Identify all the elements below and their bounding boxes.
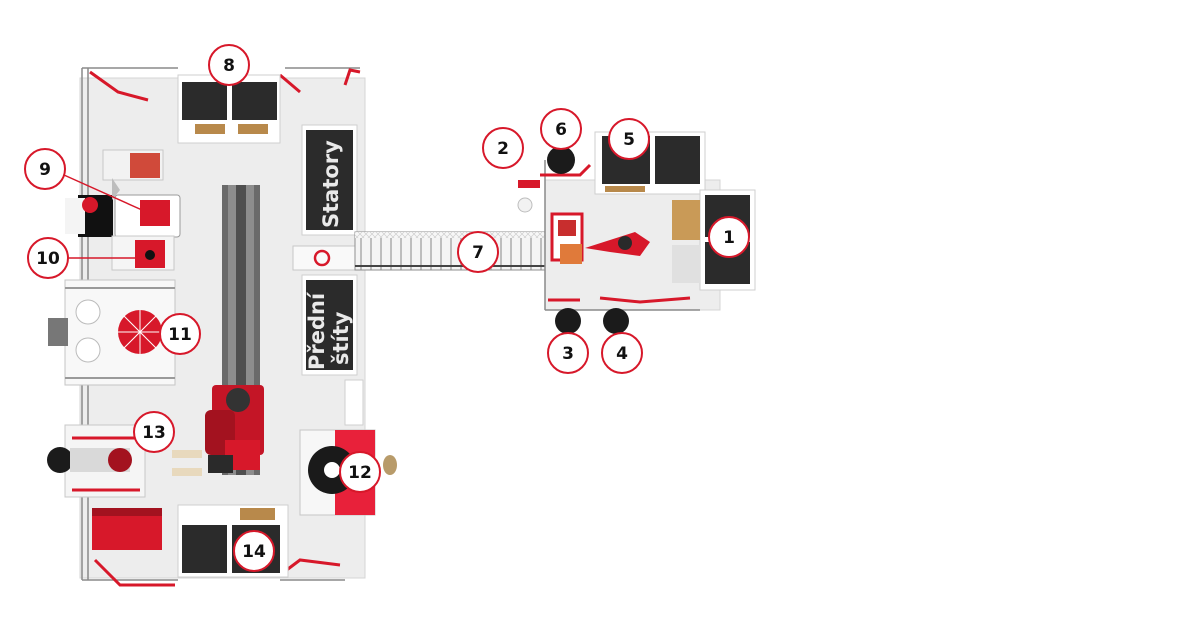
callout-13-label: 13 [142,423,166,443]
conveyor-bridge [354,231,551,271]
callout-8-label: 8 [223,56,235,76]
left-cell: Statory Přední štíty [47,67,397,587]
callout-7: 7 [457,231,499,273]
callout-12-label: 12 [348,463,372,483]
callout-9: 9 [24,148,66,190]
cabinet-top [177,74,281,144]
callout-2-label: 2 [497,139,509,159]
reel-4 [603,308,629,334]
scanner-box [292,245,356,271]
callout-11-label: 11 [168,325,192,345]
red-container [92,508,162,550]
callout-10: 10 [27,237,69,279]
callout-9-label: 9 [39,160,51,180]
stators-station: Statory [301,124,358,236]
front-shields-station: Přední štíty [301,274,358,376]
callout-13: 13 [133,411,175,453]
front-shields-sign-line2: štíty [329,311,353,365]
callout-2: 2 [482,127,524,169]
callout-1: 1 [708,216,750,258]
stators-sign: Statory [319,140,343,228]
callout-10-label: 10 [36,249,60,269]
callout-1-label: 1 [723,228,735,248]
front-shields-sign-line1: Přední [305,291,329,370]
right-fence-red [540,163,691,304]
callout-4-label: 4 [616,344,628,364]
gantry-robot [205,385,264,473]
handling-robot [517,180,650,264]
callout-6: 6 [540,108,582,150]
callout-4: 4 [601,332,643,374]
callout-5-label: 5 [623,130,635,150]
callout-14: 14 [233,530,275,572]
station-marking [111,235,175,271]
callout-3-label: 3 [562,344,574,364]
callout-14-label: 14 [242,542,266,562]
reel-3 [555,308,581,334]
callout-7-label: 7 [472,243,484,263]
callout-11: 11 [159,313,201,355]
callout-8: 8 [208,44,250,86]
pallet-markers [172,450,202,476]
callout-5: 5 [608,118,650,160]
station-rotary [48,279,176,386]
callout-6-label: 6 [555,120,567,140]
station-winding [47,424,146,498]
reel-6 [547,146,575,174]
callout-leaders [63,174,143,259]
callout-3: 3 [547,332,589,374]
callout-12: 12 [339,451,381,493]
